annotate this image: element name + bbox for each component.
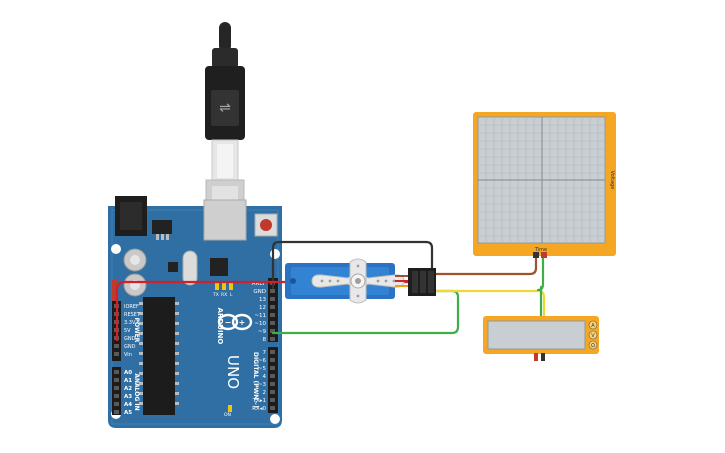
svg-text:+: + xyxy=(239,318,246,327)
digital-pin-label: 13 xyxy=(259,297,266,303)
digital-pin-label: AREF xyxy=(252,281,266,287)
analog-pin-label: A4 xyxy=(124,402,132,408)
digital-header-title: DIGITAL (PWM~) xyxy=(252,352,259,408)
oscilloscope-y-label: Voltage xyxy=(609,171,615,190)
power-pin-label: Vin xyxy=(124,352,132,358)
servo-motor[interactable] xyxy=(285,258,436,304)
digital-header-top[interactable] xyxy=(268,278,278,342)
oscilloscope-x-label: Time xyxy=(534,247,547,253)
digital-pin-label: GND xyxy=(253,289,266,295)
oscilloscope[interactable]: Time Voltage xyxy=(473,112,616,258)
multimeter[interactable]: A V Ω xyxy=(483,316,599,361)
power-pin-label: GND xyxy=(124,336,136,342)
arduino-model-text: UNO xyxy=(224,355,242,389)
on-label: ON xyxy=(224,412,231,418)
digital-pin-label: TX▸1 xyxy=(252,398,266,404)
power-pin-label: 3.3V xyxy=(124,320,136,326)
usb-cable: ⇌ xyxy=(205,22,245,239)
digital-pin-label: ~3 xyxy=(258,382,267,388)
digital-pin-label: ~5 xyxy=(258,366,267,372)
digital-pin-label: ~10 xyxy=(254,321,266,327)
multimeter-mode-label: Ω xyxy=(591,343,595,349)
rx-label: RX xyxy=(221,292,227,298)
multimeter-mode-ohm[interactable] xyxy=(588,340,598,350)
wire-meter-yellow[interactable] xyxy=(434,289,546,322)
arduino-logo: − + xyxy=(217,313,253,331)
wire-scope-brown[interactable] xyxy=(434,256,538,276)
power-pin-label: GND xyxy=(124,344,136,350)
digital-pin-label: ~6 xyxy=(258,358,267,364)
power-pin-label: RESET xyxy=(124,312,141,318)
power-pin-label: 5V xyxy=(124,328,131,334)
digital-pin-label: 8 xyxy=(263,337,267,343)
multimeter-mode-label: A xyxy=(591,323,595,329)
analog-pin-label: A0 xyxy=(124,370,132,376)
wire-5v-red[interactable] xyxy=(115,280,422,342)
digital-pin-label: RX◂0 xyxy=(252,406,266,412)
wire-scope-green[interactable] xyxy=(536,256,545,292)
digital-header-bottom[interactable] xyxy=(268,347,278,413)
analog-pin-label: A5 xyxy=(124,410,132,416)
analog-header-title: ANALOG IN xyxy=(133,373,140,410)
usb-icon: ⇌ xyxy=(219,100,231,116)
multimeter-mode-label: V xyxy=(591,333,595,339)
l-label: L xyxy=(230,292,233,298)
multimeter-mode-a[interactable] xyxy=(588,320,598,330)
digital-pin-label: 4 xyxy=(263,374,267,380)
digital-pin-label: 12 xyxy=(259,305,266,311)
tx-label: TX xyxy=(212,292,219,298)
digital-pin-label: 7 xyxy=(263,350,267,356)
wires xyxy=(115,240,546,342)
digital-pin-label: ~9 xyxy=(258,329,267,335)
analog-header[interactable] xyxy=(112,367,121,415)
power-pin-label: IOREF xyxy=(124,304,139,310)
analog-pin-label: A1 xyxy=(124,378,132,384)
power-header-title: POWER xyxy=(133,318,140,343)
digital-pin-label: 2 xyxy=(263,390,267,396)
multimeter-mode-v[interactable] xyxy=(588,330,598,340)
wire-gnd-black[interactable] xyxy=(271,240,434,290)
analog-pin-label: A2 xyxy=(124,386,132,392)
digital-pin-label: ~11 xyxy=(254,313,266,319)
svg-text:−: − xyxy=(225,318,232,327)
arduino-uno-board[interactable]: IOREF RESET 3.3V 5V GND GND Vin A0 A1 A2… xyxy=(108,196,282,428)
multimeter-display xyxy=(487,320,586,350)
analog-pin-label: A3 xyxy=(124,394,132,400)
arduino-logo-text: ARDUINO xyxy=(216,308,224,345)
